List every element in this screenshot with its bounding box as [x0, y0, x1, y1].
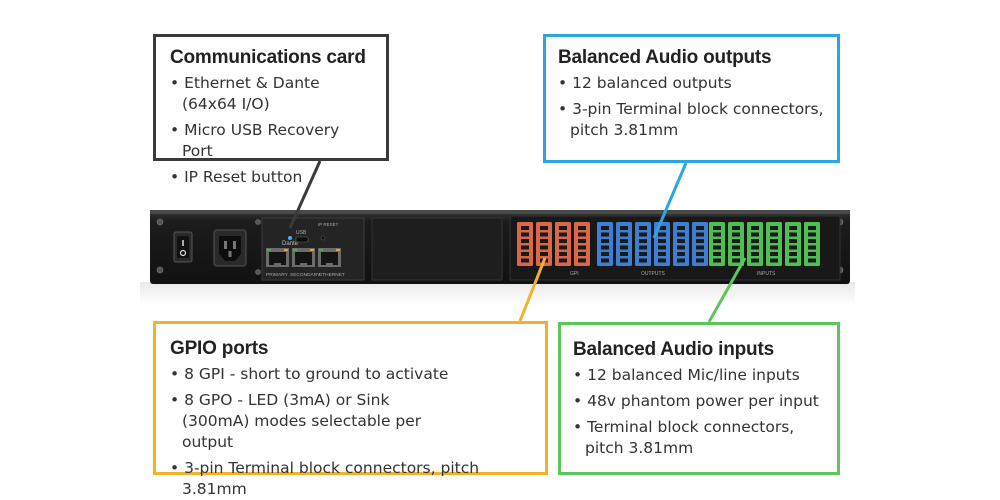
output-terminal-block [635, 222, 651, 266]
status-led [288, 236, 292, 240]
callout-list: 12 balanced outputs 3-pin Terminal block… [558, 73, 825, 141]
list-item: 12 balanced outputs [558, 73, 825, 94]
list-item: 3-pin Terminal block connectors, pitch 3… [558, 99, 825, 141]
list-item: 12 balanced Mic/line inputs [573, 365, 825, 386]
secondary-label: SECONDARY [290, 272, 321, 278]
ip-reset-label: IP RESET [318, 222, 339, 227]
input-terminal-block [747, 222, 763, 266]
gpio-ports-callout: GPIO ports 8 GPI - short to ground to ac… [153, 321, 548, 498]
callout-title: GPIO ports [170, 338, 269, 359]
output-terminal-block [597, 222, 613, 266]
list-item: 3-pin Terminal block connectors, pitch 3… [170, 458, 531, 500]
callout-list: 8 GPI - short to ground to activate 8 GP… [170, 364, 531, 500]
callout-list: 12 balanced Mic/line inputs 48v phantom … [573, 365, 825, 459]
callout-title: Communications card [170, 47, 366, 68]
gpio-terminal-block [517, 222, 533, 266]
output-terminal-block [692, 222, 708, 266]
callout-list: Ethernet & Dante (64x64 I/O) Micro USB R… [170, 73, 372, 188]
input-terminal-block [766, 222, 782, 266]
ethernet-ports [266, 248, 341, 267]
power-switch [173, 231, 193, 263]
outputs-label: OUTPUTS [641, 271, 666, 277]
inputs-label: INPUTS [757, 271, 776, 277]
ip-reset-button [320, 235, 326, 241]
ethernet-label: ETHERNET [319, 272, 345, 278]
list-item: Terminal block connectors, pitch 3.81mm [573, 417, 825, 459]
output-terminal-block [616, 222, 632, 266]
list-item: 48v phantom power per input [573, 391, 825, 412]
leader-outputs [652, 162, 688, 239]
list-item: IP Reset button [170, 167, 372, 188]
gpi-label: GPI [570, 271, 579, 277]
list-item: 8 GPI - short to ground to activate [170, 364, 531, 385]
communications-card-callout: Communications card Ethernet & Dante (64… [153, 34, 389, 186]
terminal-blocks [517, 222, 820, 266]
input-terminal-block [709, 222, 725, 266]
micro-usb-port [295, 236, 309, 243]
callout-title: Balanced Audio outputs [558, 47, 772, 68]
output-terminal-block [654, 222, 670, 266]
list-item: Micro USB Recovery Port [170, 120, 372, 162]
leader-gpio [518, 257, 547, 322]
list-item: 8 GPO - LED (3mA) or Sink (300mA) modes … [170, 390, 452, 453]
dante-label: Dante [282, 241, 299, 247]
power-inlet [213, 229, 247, 267]
input-terminal-block [728, 222, 744, 266]
input-terminal-block [785, 222, 801, 266]
list-item: Ethernet & Dante (64x64 I/O) [170, 73, 372, 115]
primary-label: PRIMARY [266, 272, 289, 278]
balanced-audio-inputs-callout: Balanced Audio inputs 12 balanced Mic/li… [558, 322, 840, 475]
balanced-audio-outputs-callout: Balanced Audio outputs 12 balanced outpu… [543, 34, 840, 163]
output-terminal-block [673, 222, 689, 266]
blank-plate [371, 217, 503, 281]
leader-inputs [707, 257, 747, 323]
gpio-terminal-block [574, 222, 590, 266]
gpio-terminal-block [555, 222, 571, 266]
callout-title: Balanced Audio inputs [573, 339, 774, 360]
input-terminal-block [804, 222, 820, 266]
usb-label: USB [296, 230, 307, 236]
